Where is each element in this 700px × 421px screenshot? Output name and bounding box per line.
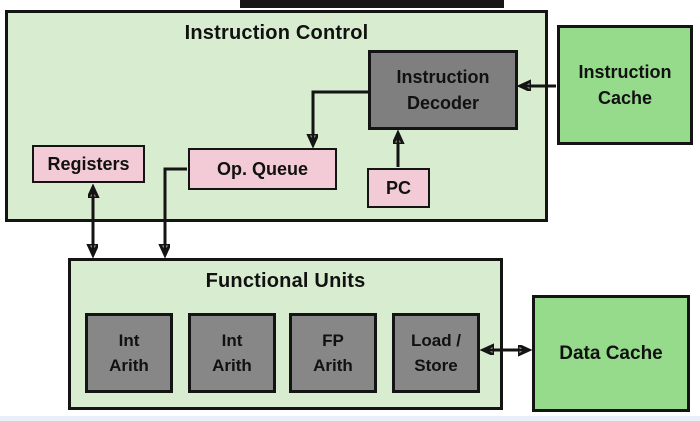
functional-units-title: Functional Units [205, 270, 366, 292]
int-arith-1-line1: Int [118, 331, 140, 350]
fp-arith-line2: Arith [313, 356, 353, 375]
top-black-bar [240, 0, 504, 8]
instruction-decoder-box: Instruction Decoder [368, 50, 518, 130]
instruction-cache-line1: Instruction [578, 62, 672, 82]
bottom-strip [0, 416, 700, 421]
pc-label: PC [385, 177, 411, 198]
instruction-decoder-line2: Decoder [406, 93, 480, 113]
instruction-cache-box: Instruction Cache [557, 25, 693, 145]
int-arith-unit-2: Int Arith [188, 313, 276, 393]
data-cache-box: Data Cache [532, 295, 690, 412]
fp-arith-line1: FP [322, 331, 344, 350]
instruction-cache-line2: Cache [597, 88, 653, 108]
fp-arith-unit: FP Arith [289, 313, 377, 393]
int-arith-2-line1: Int [221, 331, 243, 350]
int-arith-2-line2: Arith [212, 356, 252, 375]
registers-label: Registers [47, 153, 130, 174]
instruction-decoder-line1: Instruction [396, 67, 490, 87]
op-queue-label: Op. Queue [216, 158, 308, 179]
load-store-line2: Store [414, 356, 458, 375]
pc-box: PC [367, 168, 430, 208]
op-queue-box: Op. Queue [188, 148, 337, 190]
instruction-control-title: Instruction Control [184, 22, 369, 44]
int-arith-unit-1: Int Arith [85, 313, 173, 393]
load-store-line1: Load / [410, 331, 462, 350]
data-cache-label: Data Cache [559, 342, 663, 364]
load-store-unit: Load / Store [392, 313, 480, 393]
registers-box: Registers [32, 145, 145, 183]
int-arith-1-line2: Arith [109, 356, 149, 375]
